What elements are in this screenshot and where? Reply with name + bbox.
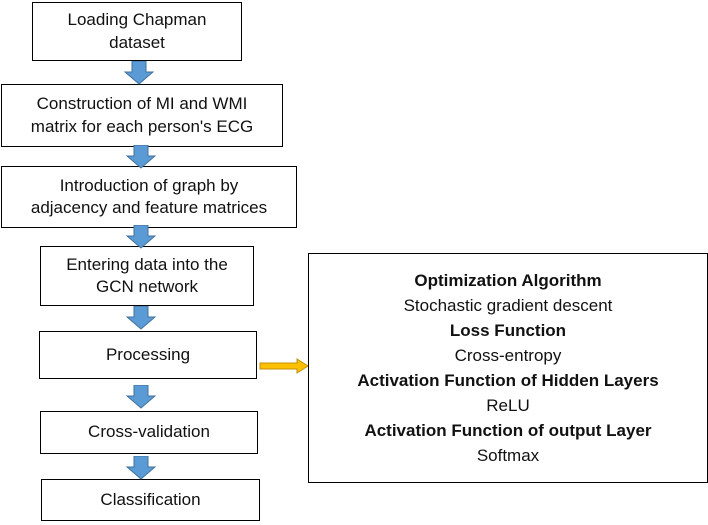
output-activation-value: Softmax [476, 446, 540, 465]
down-arrow-icon [126, 456, 156, 480]
step-processing: Processing [39, 331, 257, 379]
step-label: Entering data into the GCN network [66, 254, 228, 296]
step-enter-gcn: Entering data into the GCN network [40, 246, 254, 306]
down-arrow-icon [126, 225, 156, 249]
loss-heading: Loss Function [449, 321, 567, 340]
settings-panel: Optimization Algorithm Stochastic gradie… [308, 253, 708, 483]
step-label: Cross-validation [88, 422, 210, 442]
down-arrow-icon [126, 385, 156, 409]
optimization-value: Stochastic gradient descent [403, 296, 613, 315]
right-arrow-icon [259, 358, 309, 374]
step-introduce-graph: Introduction of graph by adjacency and f… [1, 166, 297, 228]
optimization-heading: Optimization Algorithm [414, 271, 602, 290]
step-label: Processing [105, 344, 191, 364]
step-label: Introduction of graph by adjacency and f… [30, 175, 268, 217]
hidden-activation-value: ReLU [486, 396, 530, 415]
down-arrow-icon [126, 145, 156, 169]
step-label: Construction of MI and WMI matrix for ea… [30, 94, 254, 136]
step-classification: Classification [41, 479, 260, 521]
step-cross-validation: Cross-validation [40, 411, 258, 454]
hidden-activation-heading: Activation Function of Hidden Layers [357, 371, 659, 390]
step-label: Loading Chapman dataset [67, 10, 207, 52]
down-arrow-icon [124, 61, 154, 85]
step-construct-matrices: Construction of MI and WMI matrix for ea… [1, 84, 283, 147]
step-label: Classification [100, 489, 201, 509]
step-loading-dataset: Loading Chapman dataset [32, 2, 242, 61]
loss-value: Cross-entropy [454, 346, 562, 365]
down-arrow-icon [126, 306, 156, 330]
output-activation-heading: Activation Function of output Layer [364, 421, 652, 440]
